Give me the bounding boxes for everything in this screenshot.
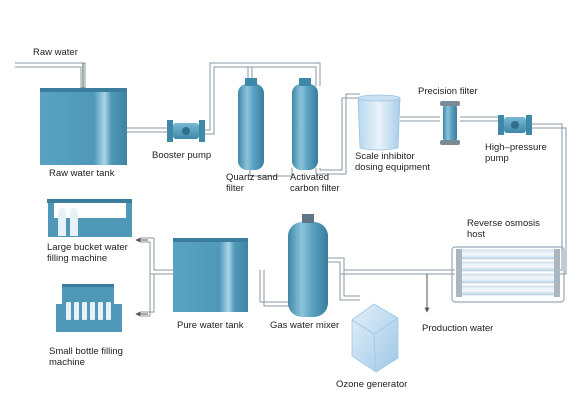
quartz-sand-filter-label: Quartz sand filter bbox=[226, 172, 278, 194]
scale-inhibitor-label-line2: dosing equipment bbox=[355, 162, 430, 173]
high-pressure-pump bbox=[498, 115, 532, 135]
pure-water-tank-label: Pure water tank bbox=[177, 320, 244, 331]
large-bucket-filling-machine bbox=[47, 199, 132, 237]
reverse-osmosis-host-label: Reverse osmosis host bbox=[467, 218, 540, 240]
production-water-label: Production water bbox=[422, 323, 494, 334]
piping bbox=[15, 62, 567, 317]
precision-filter bbox=[440, 101, 460, 145]
activated-carbon-filter-label-line2: carbon filter bbox=[290, 183, 340, 194]
booster-pump bbox=[167, 120, 205, 142]
quartz-sand-filter-label-line1: Quartz sand bbox=[226, 172, 278, 183]
ozone-generator bbox=[351, 303, 399, 373]
scale-inhibitor-label: Scale inhibitor dosing equipment bbox=[355, 151, 430, 173]
high-pressure-pump-label-line2: pump bbox=[485, 153, 509, 164]
quartz-sand-filter-label-line2: filter bbox=[226, 183, 244, 194]
reverse-osmosis-host bbox=[451, 246, 565, 303]
gas-water-mixer bbox=[288, 214, 328, 317]
scale-inhibitor-label-line1: Scale inhibitor bbox=[355, 151, 415, 162]
small-bottle-filling-label-line2: machine bbox=[49, 357, 85, 368]
large-bucket-filling-label-line2: filling machine bbox=[47, 253, 108, 264]
large-bucket-filling-label: Large bucket water filling machine bbox=[47, 242, 128, 264]
scale-inhibitor-tank bbox=[357, 94, 401, 151]
small-bottle-filling-label-line1: Small bottle filling bbox=[49, 346, 123, 357]
raw-water-label: Raw water bbox=[33, 47, 78, 58]
flow-arrows bbox=[80, 63, 430, 317]
small-bottle-filling-label: Small bottle filling machine bbox=[49, 346, 123, 368]
raw-water-tank-label: Raw water tank bbox=[49, 168, 115, 179]
gas-water-mixer-label: Gas water mixer bbox=[270, 320, 340, 331]
high-pressure-pump-label-line1: High–pressure bbox=[485, 142, 547, 153]
precision-filter-label: Precision filter bbox=[418, 86, 478, 97]
booster-pump-label: Booster pump bbox=[152, 150, 212, 161]
activated-carbon-filter bbox=[292, 78, 318, 170]
activated-carbon-filter-label-line1: Activated bbox=[290, 172, 330, 183]
small-bottle-filling-machine bbox=[56, 284, 122, 332]
quartz-sand-filter bbox=[238, 78, 264, 170]
large-bucket-filling-label-line1: Large bucket water bbox=[47, 242, 128, 253]
activated-carbon-filter-label: Activated carbon filter bbox=[290, 172, 340, 194]
high-pressure-pump-label: High–pressure pump bbox=[485, 142, 547, 164]
reverse-osmosis-host-label-line1: Reverse osmosis bbox=[467, 218, 540, 229]
ozone-generator-label: Ozone generator bbox=[336, 379, 408, 390]
pure-water-tank bbox=[173, 238, 248, 312]
raw-water-tank bbox=[40, 88, 127, 165]
reverse-osmosis-host-label-line2: host bbox=[467, 229, 485, 240]
